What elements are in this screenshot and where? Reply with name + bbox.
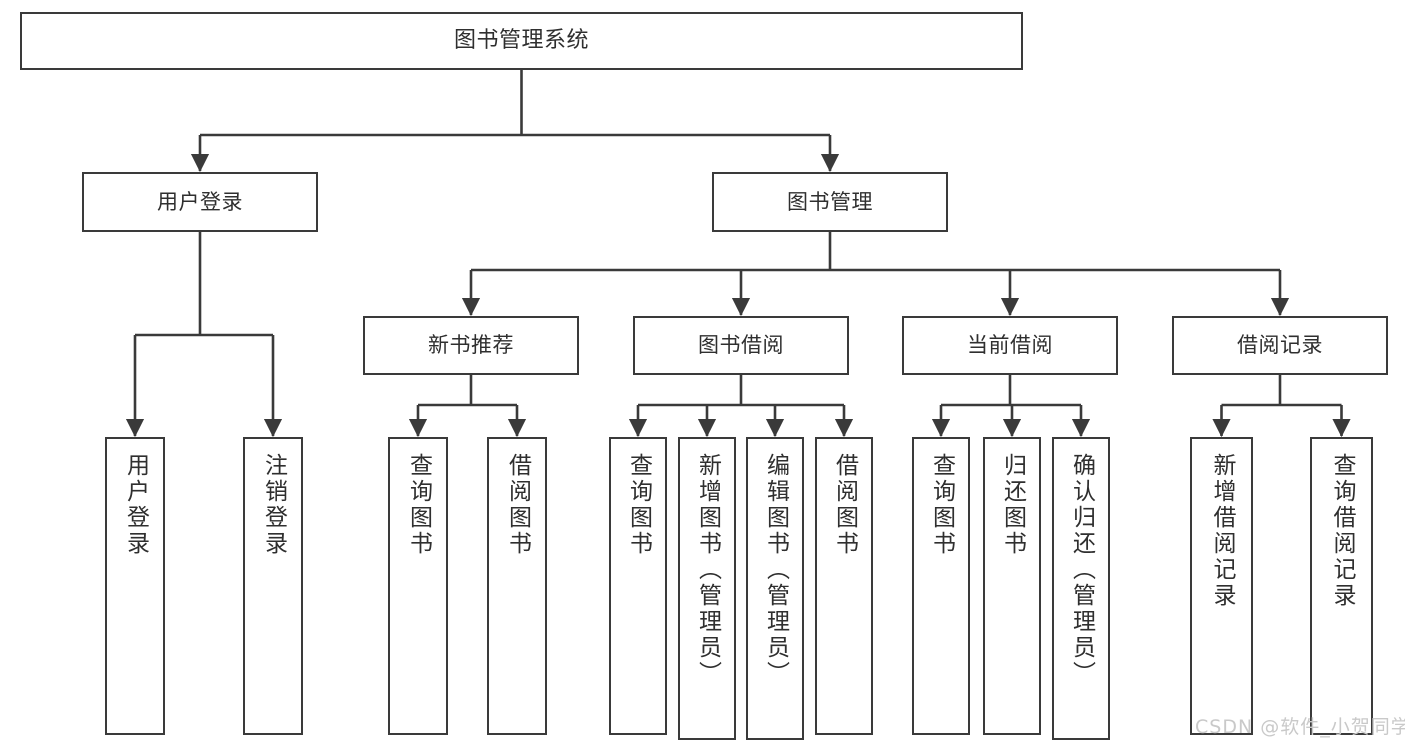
node-l2[interactable]: 注销登录: [243, 437, 303, 735]
node-label: 查询借阅记录: [1329, 453, 1355, 609]
node-label: 注销登录: [260, 453, 287, 557]
node-l10[interactable]: 归还图书: [983, 437, 1041, 735]
node-records[interactable]: 借阅记录: [1172, 316, 1388, 375]
node-l11[interactable]: 确认归还（管理员）: [1052, 437, 1110, 740]
node-l13[interactable]: 查询借阅记录: [1310, 437, 1373, 735]
node-label: 当前借阅: [967, 333, 1053, 358]
node-label: 图书管理系统: [453, 28, 589, 54]
node-l8[interactable]: 借阅图书: [815, 437, 873, 735]
node-l3[interactable]: 查询图书: [388, 437, 448, 735]
node-label: 用户登录: [157, 189, 243, 214]
node-label: 新增图书（管理员）: [694, 453, 721, 687]
node-l7[interactable]: 编辑图书（管理员）: [746, 437, 804, 740]
node-label: 确认归还（管理员）: [1068, 453, 1095, 687]
node-l1[interactable]: 用户登录: [105, 437, 165, 735]
node-l9[interactable]: 查询图书: [912, 437, 970, 735]
node-label: 用户登录: [122, 453, 149, 557]
node-label: 查询图书: [625, 453, 652, 557]
node-borrow[interactable]: 图书借阅: [633, 316, 849, 375]
node-l12[interactable]: 新增借阅记录: [1190, 437, 1253, 735]
node-label: 图书借阅: [698, 333, 784, 358]
node-l6[interactable]: 新增图书（管理员）: [678, 437, 736, 740]
node-label: 借阅记录: [1237, 333, 1323, 358]
node-bookmgmt[interactable]: 图书管理: [712, 172, 948, 232]
node-label: 图书管理: [787, 189, 873, 214]
node-label: 借阅图书: [831, 453, 858, 557]
node-label: 查询图书: [928, 453, 955, 557]
node-label: 借阅图书: [504, 453, 531, 557]
node-l5[interactable]: 查询图书: [609, 437, 667, 735]
node-label: 编辑图书（管理员）: [762, 453, 789, 687]
node-newbook[interactable]: 新书推荐: [363, 316, 579, 375]
node-root[interactable]: 图书管理系统: [20, 12, 1023, 70]
node-label: 新增借阅记录: [1209, 453, 1235, 609]
node-label: 归还图书: [999, 453, 1026, 557]
node-login[interactable]: 用户登录: [82, 172, 318, 232]
node-l4[interactable]: 借阅图书: [487, 437, 547, 735]
node-label: 查询图书: [405, 453, 432, 557]
node-current[interactable]: 当前借阅: [902, 316, 1118, 375]
node-label: 新书推荐: [428, 333, 514, 358]
